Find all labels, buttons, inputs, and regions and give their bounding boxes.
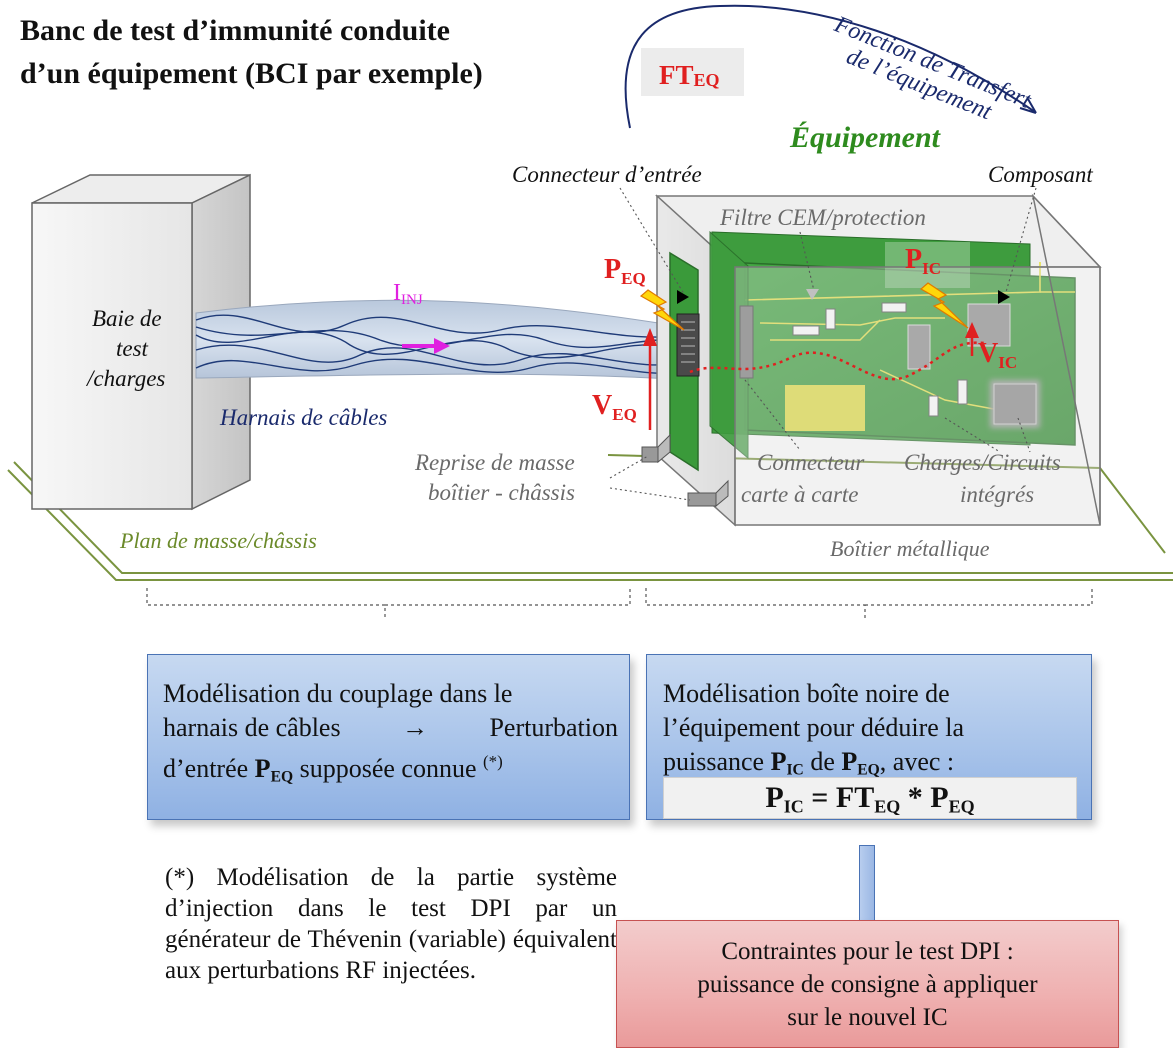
cable-coupling-model-text: Modélisation du couplage dans le harnais… [163, 677, 618, 795]
brace-left [146, 588, 631, 620]
transfer-function-arrowhead [1019, 98, 1037, 114]
ground-strap-2 [687, 479, 729, 508]
test-rack-line-3: /charges [85, 366, 165, 391]
ft-eq-box [641, 48, 744, 96]
loads-line-2: intégrés [960, 482, 1034, 507]
dpi-constraints-box: Contraintes pour le test DPI : puissance… [616, 920, 1119, 1048]
black-box-model-text: Modélisation boîte noire de l’équipement… [663, 677, 1079, 788]
pic-highlight [885, 242, 970, 288]
cable-coupling-model-box: Modélisation du couplage dans le harnais… [147, 654, 630, 820]
right-box-p-eq: PEQ [841, 747, 880, 779]
down-connector [859, 845, 875, 923]
footnote-mark: (*) [483, 752, 503, 771]
loads-line-1: Charges/Circuits [904, 450, 1061, 475]
input-connector-marker [677, 290, 689, 304]
title-line-1: Banc de test d’immunité conduite [20, 14, 450, 47]
board-connector-line-1: Connecteur [757, 450, 865, 475]
brace-right [645, 588, 1093, 620]
black-box-model-box: Modélisation boîte noire de l’équipement… [646, 654, 1092, 820]
perturbation-path [689, 341, 986, 381]
right-box-line-3b: de [810, 747, 835, 776]
v-ic-label: VIC [978, 338, 1017, 372]
transfer-formula: PIC = FTEQ * PEQ [663, 777, 1077, 819]
p-eq-label: PEQ [604, 254, 646, 288]
input-connector-label: Connecteur d’entrée [512, 162, 702, 187]
right-box-line-2: l’équipement pour déduire la [663, 713, 965, 742]
pcb-board-main [744, 262, 1076, 446]
board-to-board-connector [739, 305, 754, 379]
ground-strap-1 [641, 433, 671, 464]
left-box-p-eq: PEQ [254, 754, 294, 786]
cable-harness-label: Harnais de câbles [219, 405, 387, 430]
p-ic-label: PIC [905, 244, 941, 278]
filter-label: Filtre CEM/protection [719, 205, 926, 230]
left-box-line-3b: supposée connue [299, 754, 477, 784]
injected-current-label: IINJ [393, 280, 423, 308]
v-ic-arrow [965, 322, 979, 356]
left-box-line-1: Modélisation du couplage dans le [163, 679, 513, 708]
board-connector-line-2: carte à carte [741, 482, 859, 507]
v-eq-arrow [643, 328, 657, 430]
injected-current-arrow [402, 338, 450, 354]
metal-box-label: Boîtier métallique [830, 536, 990, 561]
test-rack-line-2: test [116, 336, 149, 361]
right-arrow-icon: → [402, 713, 429, 742]
leader-lines [609, 187, 1037, 501]
ground-return-line-2: boîtier - châssis [428, 480, 575, 505]
right-box-line-3: puissance PIC de PEQ, avec : [663, 745, 1079, 788]
component-marker [998, 290, 1010, 304]
constraints-line-1: Contraintes pour le test DPI : [721, 938, 1014, 965]
test-rack [31, 173, 251, 511]
filter-marker [806, 289, 819, 300]
lightning-bolt-pic [919, 282, 969, 329]
constraints-line-2: puissance de consigne à appliquer [697, 971, 1038, 998]
right-box-line-1: Modélisation boîte noire de [663, 679, 950, 708]
equipment-label: Équipement [789, 121, 942, 154]
footnote-text: (*) Modélisation de la partie système d’… [165, 864, 617, 984]
left-box-line-3: d’entrée PEQ supposée connue (*) [163, 745, 618, 795]
left-box-line-2: harnais de câbles → Perturbation [163, 711, 618, 745]
left-box-line-2b: Perturbation [489, 713, 618, 742]
component-label: Composant [988, 162, 1093, 187]
left-box-line-3a: d’entrée [163, 754, 249, 784]
title-line-2: d’un équipement (BCI par exemple) [20, 57, 483, 90]
ground-return-line-1: Reprise de masse [414, 450, 575, 475]
right-box-line-3a: puissance [663, 747, 765, 776]
input-connector [676, 313, 700, 377]
metal-enclosure-right [1031, 193, 1101, 526]
right-box-p-ic: PIC [770, 747, 804, 779]
ft-eq-label: FTEQ [659, 60, 720, 90]
test-rack-line-1: Baie de [92, 306, 162, 331]
right-box-line-3c: , avec : [879, 747, 955, 776]
transfer-function-curve [624, 4, 1036, 129]
left-box-line-2a: harnais de câbles [163, 713, 341, 742]
ground-plane-label: Plan de masse/châssis [119, 528, 317, 553]
v-eq-label: VEQ [592, 390, 637, 424]
constraints-line-3: sur le nouvel IC [787, 1004, 948, 1031]
lightning-bolt-peq [639, 289, 685, 331]
